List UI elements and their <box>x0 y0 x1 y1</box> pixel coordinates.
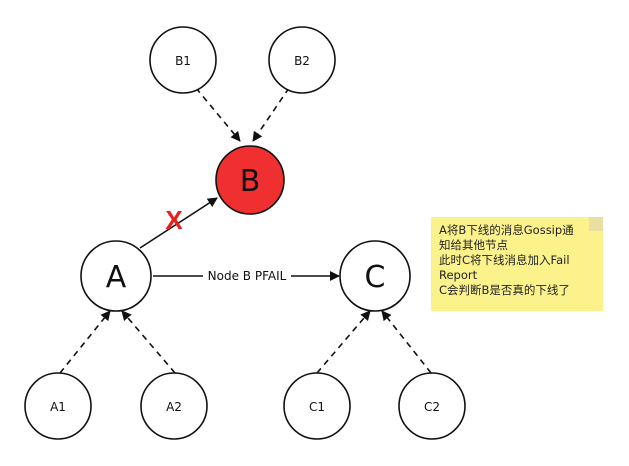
edge-a1-to-a <box>59 310 111 374</box>
node-a-label: A <box>106 260 127 295</box>
node-a2-label: A2 <box>166 400 182 414</box>
node-a2: A2 <box>140 372 208 440</box>
node-c1-label: C1 <box>309 400 325 414</box>
note-line: C会判断B是否真的下线了 <box>439 283 570 297</box>
node-b2-label: B2 <box>294 54 310 68</box>
edge-label-background <box>203 267 291 284</box>
node-b2: B2 <box>268 26 336 94</box>
edge-label-pfail: Node B PFAIL <box>208 269 287 283</box>
node-b1-label: B1 <box>175 54 191 68</box>
node-b-label: B <box>240 164 261 199</box>
node-c: C <box>339 240 411 312</box>
note-line: 此时C将下线消息加入Fail <box>439 253 570 267</box>
node-c1: C1 <box>283 372 351 440</box>
node-b1: B1 <box>149 26 217 94</box>
edge-a2-to-a <box>121 310 176 374</box>
node-c-label: C <box>365 260 386 295</box>
gossip-note: A将B下线的消息Gossip通 知给其他节点 此时C将下线消息加入Fail Re… <box>431 217 603 311</box>
edge-b2-to-b <box>252 87 290 142</box>
edge-c2-to-c <box>381 310 432 374</box>
node-b-failed: B <box>215 145 285 215</box>
node-c2-label: C2 <box>424 400 440 414</box>
node-a1-label: A1 <box>50 400 66 414</box>
edge-b1-to-b <box>195 87 241 142</box>
note-line: A将B下线的消息Gossip通 <box>439 223 574 237</box>
edge-c1-to-c <box>316 310 371 374</box>
node-c2: C2 <box>398 372 466 440</box>
note-folded-corner <box>589 217 603 231</box>
failure-mark-icon: X <box>165 205 183 235</box>
note-line: Report <box>439 268 478 282</box>
edge-a-to-b <box>139 197 218 249</box>
node-a: A <box>80 240 152 312</box>
node-a1: A1 <box>24 372 92 440</box>
note-line: 知给其他节点 <box>439 238 508 252</box>
